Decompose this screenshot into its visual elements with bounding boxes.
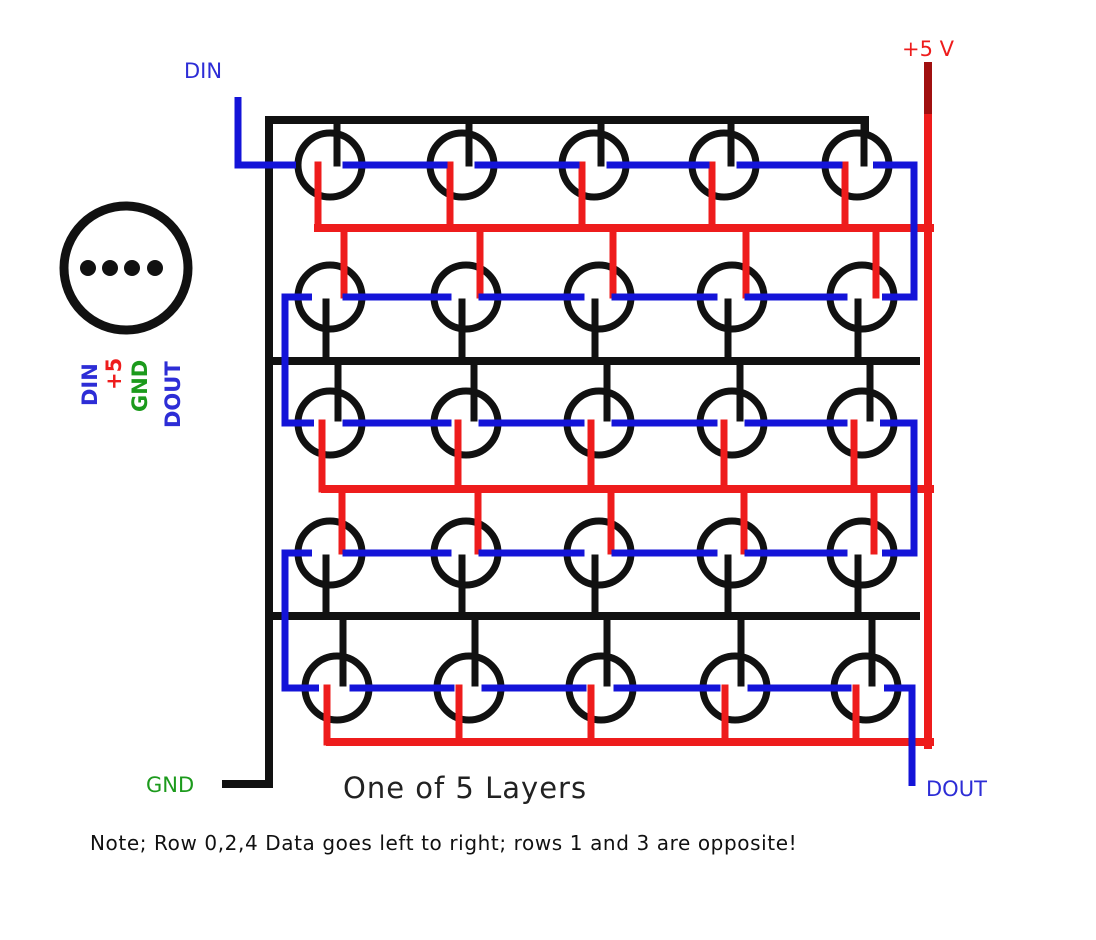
pinout-dout-label: DOUT — [161, 361, 185, 428]
pinout-labels: DIN +5 GND DOUT — [78, 358, 185, 428]
dout-label: DOUT — [926, 777, 987, 801]
note-text: Note; Row 0,2,4 Data goes left to right;… — [90, 831, 797, 855]
led-ground-legs — [322, 116, 876, 687]
pinout-plus5-label: +5 — [102, 358, 126, 390]
data-out — [884, 684, 916, 786]
data-turn-1-2 — [281, 293, 314, 427]
power-wires — [314, 62, 934, 749]
layer-caption: One of 5 Layers — [343, 771, 587, 805]
data-in — [234, 97, 296, 169]
led-pinout-icon — [59, 201, 193, 335]
din-label: DIN — [184, 59, 222, 83]
gnd-label: GND — [146, 773, 194, 797]
pinout-gnd-label: GND — [128, 360, 152, 412]
pinout-din-label: DIN — [78, 363, 102, 406]
data-turn-3-4 — [281, 549, 319, 692]
data-turn-2-3 — [880, 419, 918, 557]
data-wires — [234, 97, 918, 786]
data-turn-0-1 — [873, 161, 918, 301]
plus5v-label: +5 V — [902, 37, 955, 61]
